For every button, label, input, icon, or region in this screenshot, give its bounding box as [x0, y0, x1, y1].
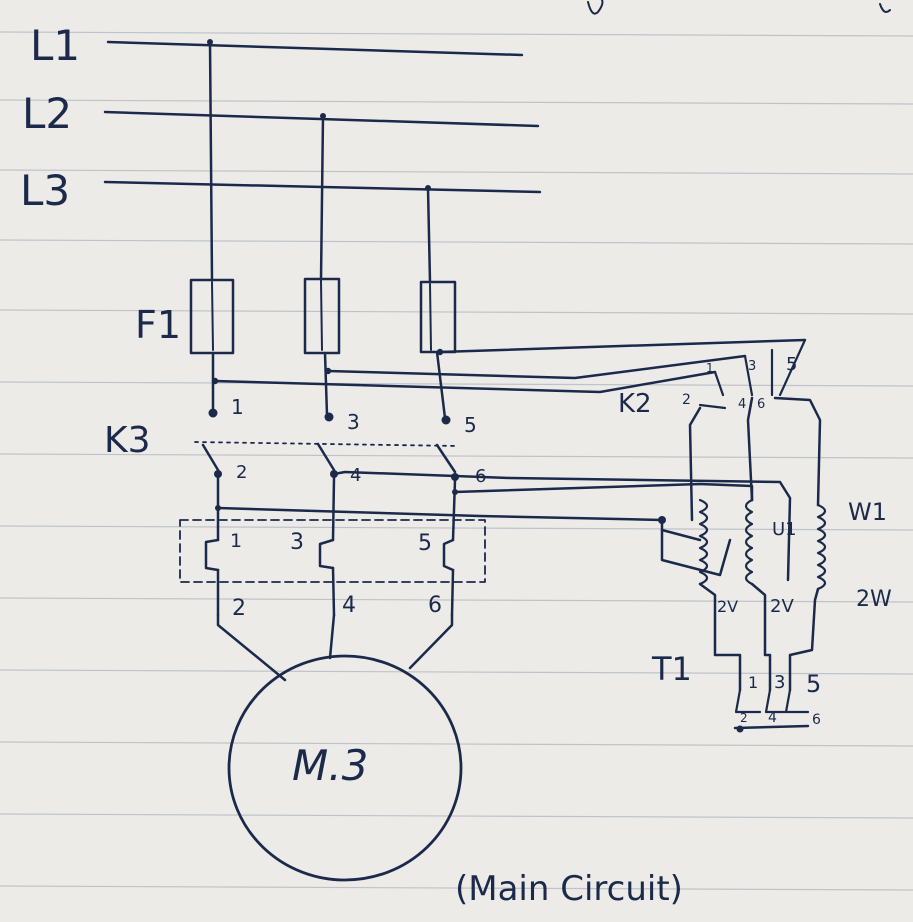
transformer-t1 — [660, 498, 827, 733]
ol-terminal-5: 5 — [418, 531, 432, 556]
motor-label: M.3 — [292, 741, 368, 790]
label-fuse: F1 — [135, 303, 181, 347]
k3-terminal-2: 2 — [236, 462, 247, 483]
label-w1: W1 — [848, 498, 887, 526]
label-l3: L3 — [20, 166, 70, 215]
line-l2 — [103, 110, 540, 128]
ol-terminal-3: 3 — [290, 530, 304, 555]
t1-terminal-1: 1 — [748, 673, 758, 692]
k2-terminal-1: 1 — [706, 361, 714, 375]
t1-terminal-5: 5 — [806, 670, 821, 698]
fuse-block — [189, 277, 457, 355]
t1-terminal-4: 4 — [768, 710, 777, 726]
ol-terminal-2: 2 — [232, 596, 246, 621]
label-l1: L1 — [30, 21, 80, 70]
fuse-2 — [303, 277, 341, 355]
diagram-caption: (Main Circuit) — [455, 869, 683, 909]
ol-terminal-1: 1 — [230, 530, 242, 552]
label-2v-b: 2V — [770, 596, 794, 617]
k2-terminal-5: 5 — [786, 354, 797, 375]
ol-terminal-6: 6 — [428, 593, 442, 618]
winding-3 — [816, 503, 827, 591]
k3-terminal-1: 1 — [231, 395, 244, 419]
motor-circle — [227, 654, 463, 882]
k2-terminal-6: 6 — [757, 397, 765, 412]
branch-wires-to-k2 — [211, 338, 807, 394]
k3-terminal-5: 5 — [464, 413, 477, 437]
label-u1: U1 — [772, 519, 797, 540]
motor-feed — [216, 613, 454, 682]
label-2w: 2W — [856, 587, 892, 612]
k2-terminal-4: 4 — [738, 397, 746, 412]
t1-terminal-2: 2 — [740, 711, 748, 725]
stray-mark — [587, 0, 604, 15]
stray-mark — [879, 3, 891, 13]
k3-terminal-4: 4 — [350, 465, 361, 486]
feeders — [208, 40, 432, 284]
winding-2 — [744, 498, 754, 586]
overload-relay — [179, 519, 486, 617]
label-k2: K2 — [618, 389, 652, 419]
label-2v-a: 2V — [717, 597, 738, 616]
k2-terminal-2: 2 — [682, 392, 691, 408]
main-contactor-k3 — [194, 408, 459, 481]
ol-terminal-4: 4 — [342, 593, 356, 618]
motor — [227, 654, 463, 882]
line-l1 — [106, 40, 524, 57]
fuse-3 — [419, 280, 457, 354]
notebook-ruling — [0, 31, 913, 891]
k3-terminal-3: 3 — [347, 410, 360, 434]
k2-terminal-3: 3 — [748, 359, 756, 374]
label-l2: L2 — [22, 89, 72, 138]
label-t1: T1 — [651, 650, 692, 688]
label-k3: K3 — [104, 420, 151, 461]
t1-terminal-6: 6 — [812, 712, 821, 728]
star-contactor-k2 — [688, 338, 822, 522]
t1-terminal-3: 3 — [774, 672, 785, 693]
